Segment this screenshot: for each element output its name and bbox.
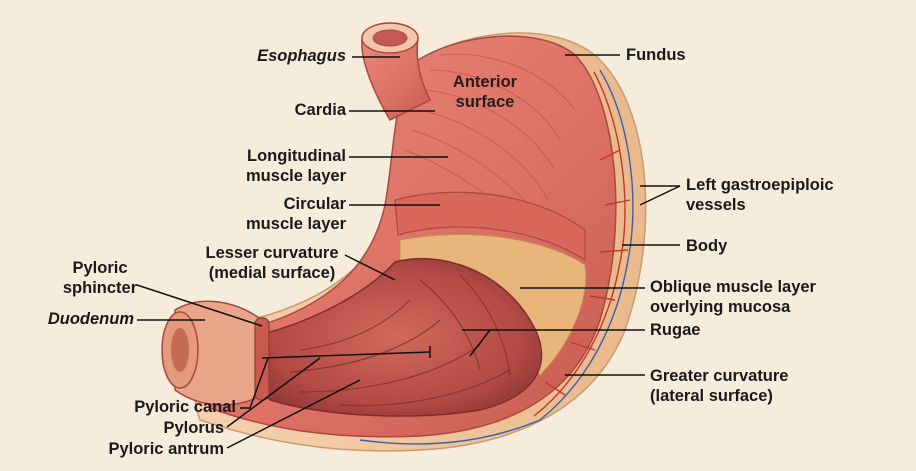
label-esophagus: Esophagus: [257, 47, 346, 65]
pyloric-sphincter-ring: [254, 317, 270, 401]
label-rugae: Rugae: [650, 321, 701, 339]
gastroepiploic-vessels: [359, 69, 634, 445]
esophagus-tube: [361, 37, 432, 121]
label-duodenum: Duodenum: [47, 310, 134, 328]
label-oblique-muscle: Oblique muscle layer overlying mucosa: [650, 278, 816, 316]
label-body: Body: [686, 237, 728, 255]
label-pyloric-antrum: Pyloric antrum: [108, 440, 224, 458]
label-left-gastroepiploic-vessels: Left gastroepiploic vessels: [686, 176, 834, 214]
circular-muscle-band: [394, 191, 586, 262]
label-cardia: Cardia: [294, 101, 346, 119]
leader-lines: [136, 54, 681, 449]
label-pylorus: Pylorus: [163, 419, 224, 437]
label-pyloric-canal: Pyloric canal: [134, 398, 236, 416]
label-greater-curvature: Greater curvature (lateral surface): [650, 367, 789, 405]
label-fundus: Fundus: [626, 46, 686, 64]
label-circular-muscle: Circular muscle layer: [246, 195, 346, 233]
label-longitudinal-muscle: Longitudinal muscle layer: [246, 147, 346, 185]
rugae-folds: [289, 274, 511, 407]
label-lesser-curvature: Lesser curvature (medial surface): [205, 244, 339, 282]
mucosa-rugae: [249, 257, 543, 417]
label-pyloric-sphincter: Pyloric sphincter: [62, 259, 138, 297]
label-anterior-surface: Anterior surface: [452, 73, 518, 111]
